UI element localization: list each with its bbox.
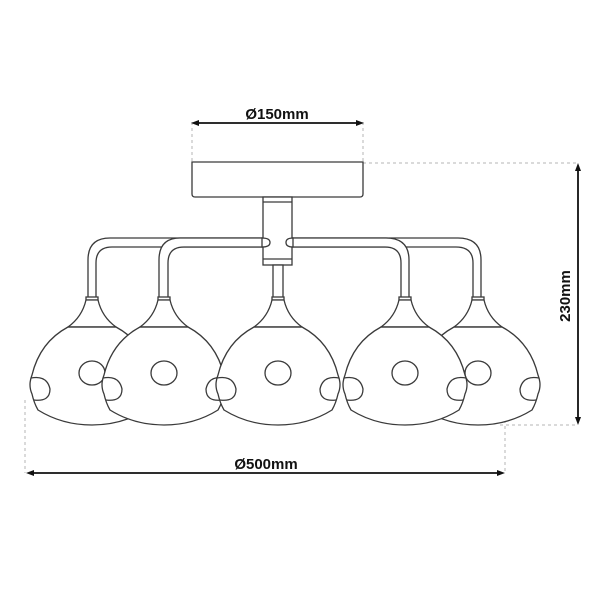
height-dimension: 230mm xyxy=(557,163,581,425)
shades xyxy=(29,296,541,426)
ceiling-canopy xyxy=(191,161,364,198)
shade-4 xyxy=(342,296,468,426)
overall-diameter-dimension: Ø500mm xyxy=(26,456,505,476)
central-stem xyxy=(261,196,294,302)
arms xyxy=(87,237,482,301)
overall-diameter-label: Ø500mm xyxy=(234,456,297,473)
shade-2 xyxy=(101,296,227,426)
canopy-diameter-label: Ø150mm xyxy=(245,106,308,123)
shade-3 xyxy=(215,296,341,426)
height-label: 230mm xyxy=(557,270,574,322)
canopy-diameter-dimension: Ø150mm xyxy=(191,106,364,126)
